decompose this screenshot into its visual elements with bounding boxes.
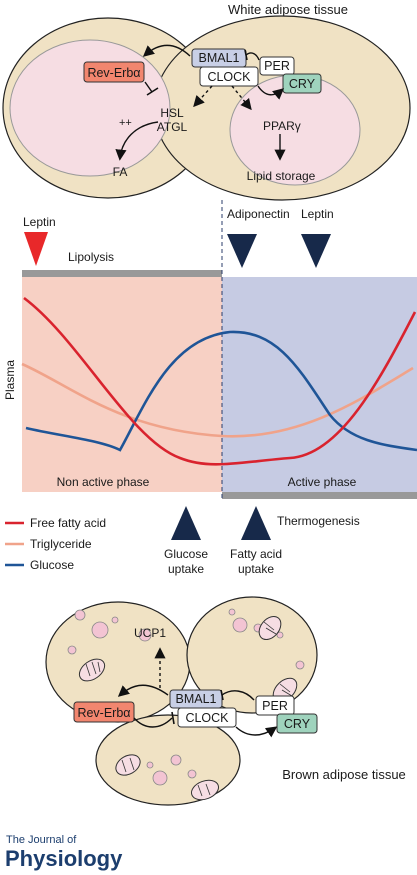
wat-plus-label: ++: [119, 117, 132, 129]
wat-cry-label: CRY: [289, 77, 316, 91]
glucose-uptake-label-2: uptake: [168, 562, 204, 576]
bat-inhibit-clock: [133, 717, 173, 728]
glucose-uptake-label-1: Glucose: [164, 547, 208, 561]
bat-bmal1-label: BMAL1: [176, 692, 217, 706]
legend-label-glucose: Glucose: [30, 558, 74, 572]
wat-dashed-to-ppar: [231, 85, 252, 111]
bat-cry-box: [276, 713, 318, 734]
bat-cry-label: CRY: [284, 717, 311, 731]
wat-clock-label: CLOCK: [207, 70, 251, 84]
wat-title: White adipose tissue: [228, 2, 348, 17]
non-active-phase-area: [22, 277, 222, 492]
wat-hsl-label: HSL: [160, 106, 184, 120]
lipolysis-bar: [22, 270, 222, 277]
wat-reverb-label: Rev-Erbα: [87, 66, 140, 80]
journal-logo: The Journal of Physiology: [5, 834, 123, 871]
wat-cry-box: [282, 73, 322, 94]
adiponectin-label: Adiponectin: [227, 207, 290, 221]
wat-nucleus-left: [9, 39, 171, 177]
plasma-ylabel: Plasma: [3, 360, 17, 400]
fatty-acid-uptake-label-2: uptake: [238, 562, 274, 576]
wat-arrow-to-fa: [115, 121, 159, 161]
wat-inhibit-per: [245, 52, 260, 61]
glucose-uptake-triangle: [171, 506, 201, 540]
bat-inhibit-per: [221, 690, 255, 701]
wat-reverb-box: [83, 61, 145, 83]
lipolysis-label: Lipolysis: [68, 250, 114, 264]
plasma-panel: Leptin Lipolysis Adiponectin Leptin Plas…: [3, 200, 417, 576]
free-fatty-acid-curve: [23, 296, 417, 466]
wat-arrow-to-cry: [257, 85, 285, 100]
bat-clock-label: CLOCK: [185, 711, 229, 725]
bat-arrow-to-cry: [235, 726, 278, 738]
thermogenesis-label: Thermogenesis: [277, 514, 360, 528]
white-adipose-panel: White adipose tissue BMAL1 CLOCK Rev-Erb…: [2, 2, 411, 201]
wat-per-box: [259, 56, 295, 76]
bat-reverb-box: [73, 701, 135, 723]
fatty-acid-uptake-triangle: [241, 506, 271, 540]
leptin-left-label: Leptin: [23, 215, 56, 229]
leptin-right-label: Leptin: [301, 207, 334, 221]
leptin-right-triangle: [301, 234, 331, 268]
thermogenesis-bar: [222, 492, 417, 499]
legend: Free fatty acid Triglyceride Glucose: [5, 516, 106, 572]
bat-arrow-to-reverb: [117, 684, 169, 697]
leptin-left-triangle: [24, 232, 48, 266]
legend-label-triglyceride: Triglyceride: [30, 537, 92, 551]
bat-ucp1-label: UCP1: [134, 626, 166, 640]
wat-arrow-to-reverb: [142, 44, 191, 57]
journal-line2: Physiology: [5, 846, 123, 871]
non-active-phase-label: Non active phase: [57, 475, 150, 489]
fatty-acid-uptake-label-1: Fatty acid: [230, 547, 282, 561]
wat-fa-label: FA: [113, 165, 128, 179]
legend-label-ffa: Free fatty acid: [30, 516, 106, 530]
wat-ppar-label: PPARγ: [263, 119, 301, 133]
bat-cell-bottom: [95, 714, 241, 806]
wat-per-label: PER: [264, 59, 290, 73]
bat-clock-box: [177, 707, 237, 728]
brown-adipose-panel: UCP1 BMAL1 CLOCK Rev-Erbα PER CRY Brown …: [45, 596, 406, 806]
adiponectin-triangle: [227, 234, 257, 268]
bat-reverb-label: Rev-Erbα: [77, 706, 130, 720]
wat-dashed-to-hsl: [193, 85, 213, 108]
wat-clock-box: [199, 66, 259, 87]
wat-bmal1-label: BMAL1: [199, 51, 240, 65]
active-phase-label: Active phase: [288, 475, 357, 489]
bat-per-box: [255, 695, 295, 716]
bat-title: Brown adipose tissue: [282, 767, 406, 782]
wat-atgl-label: ATGL: [157, 120, 188, 134]
bat-per-label: PER: [262, 699, 288, 713]
wat-lipid-label: Lipid storage: [247, 169, 316, 183]
triglyceride-curve: [21, 362, 414, 438]
journal-line1: The Journal of: [6, 834, 77, 846]
